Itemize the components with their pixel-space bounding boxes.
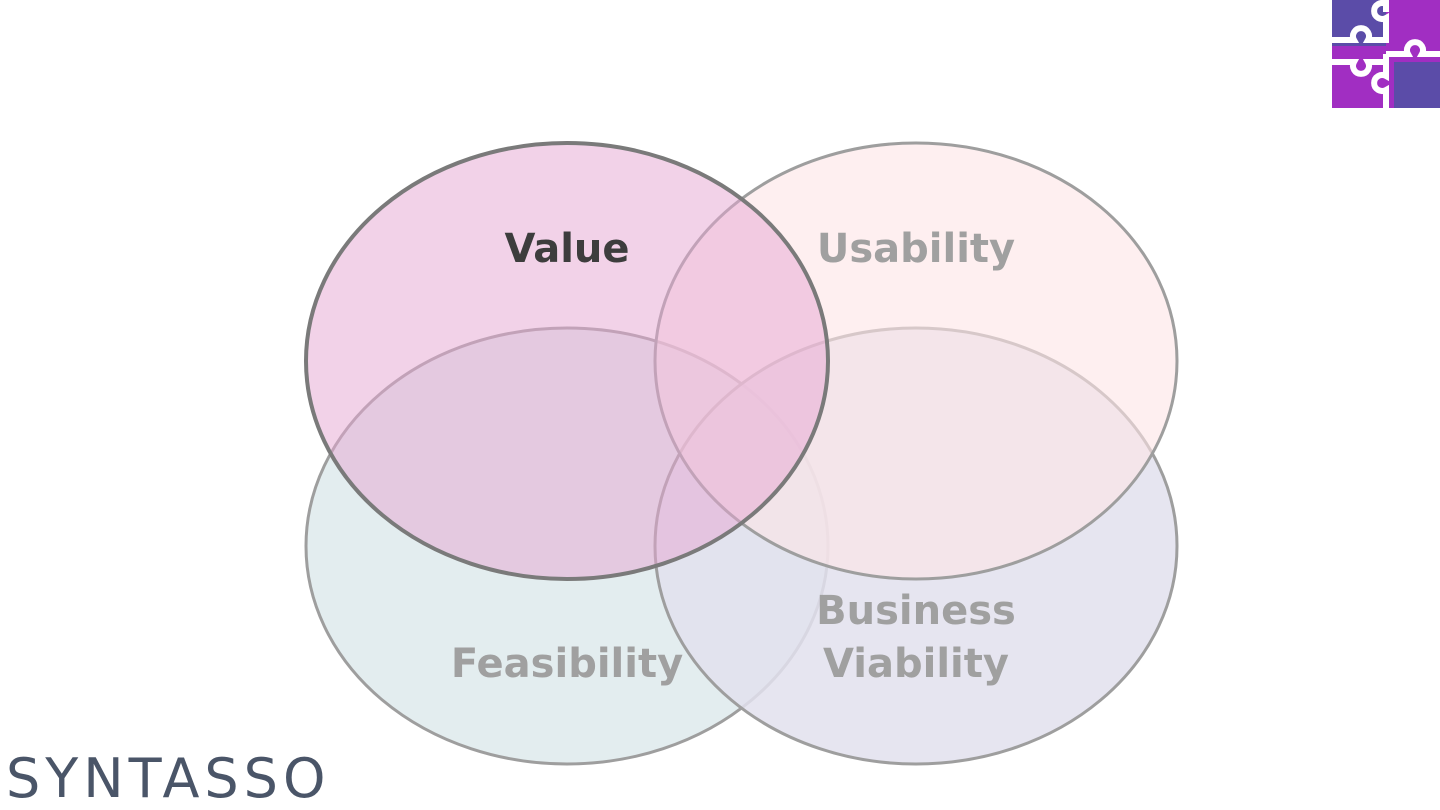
business-viability-label-line-2: Viability: [823, 641, 1009, 687]
value-ellipse: [304, 141, 830, 581]
value-label: Value: [504, 226, 629, 272]
syntasso-wordmark: SYNTASSO: [6, 747, 331, 810]
puzzle-pieces-icon: [1332, 0, 1440, 108]
usability-label: Usability: [817, 226, 1015, 272]
feasibility-label: Feasibility: [451, 641, 683, 687]
business-viability-label-line-1: Business: [816, 588, 1016, 634]
